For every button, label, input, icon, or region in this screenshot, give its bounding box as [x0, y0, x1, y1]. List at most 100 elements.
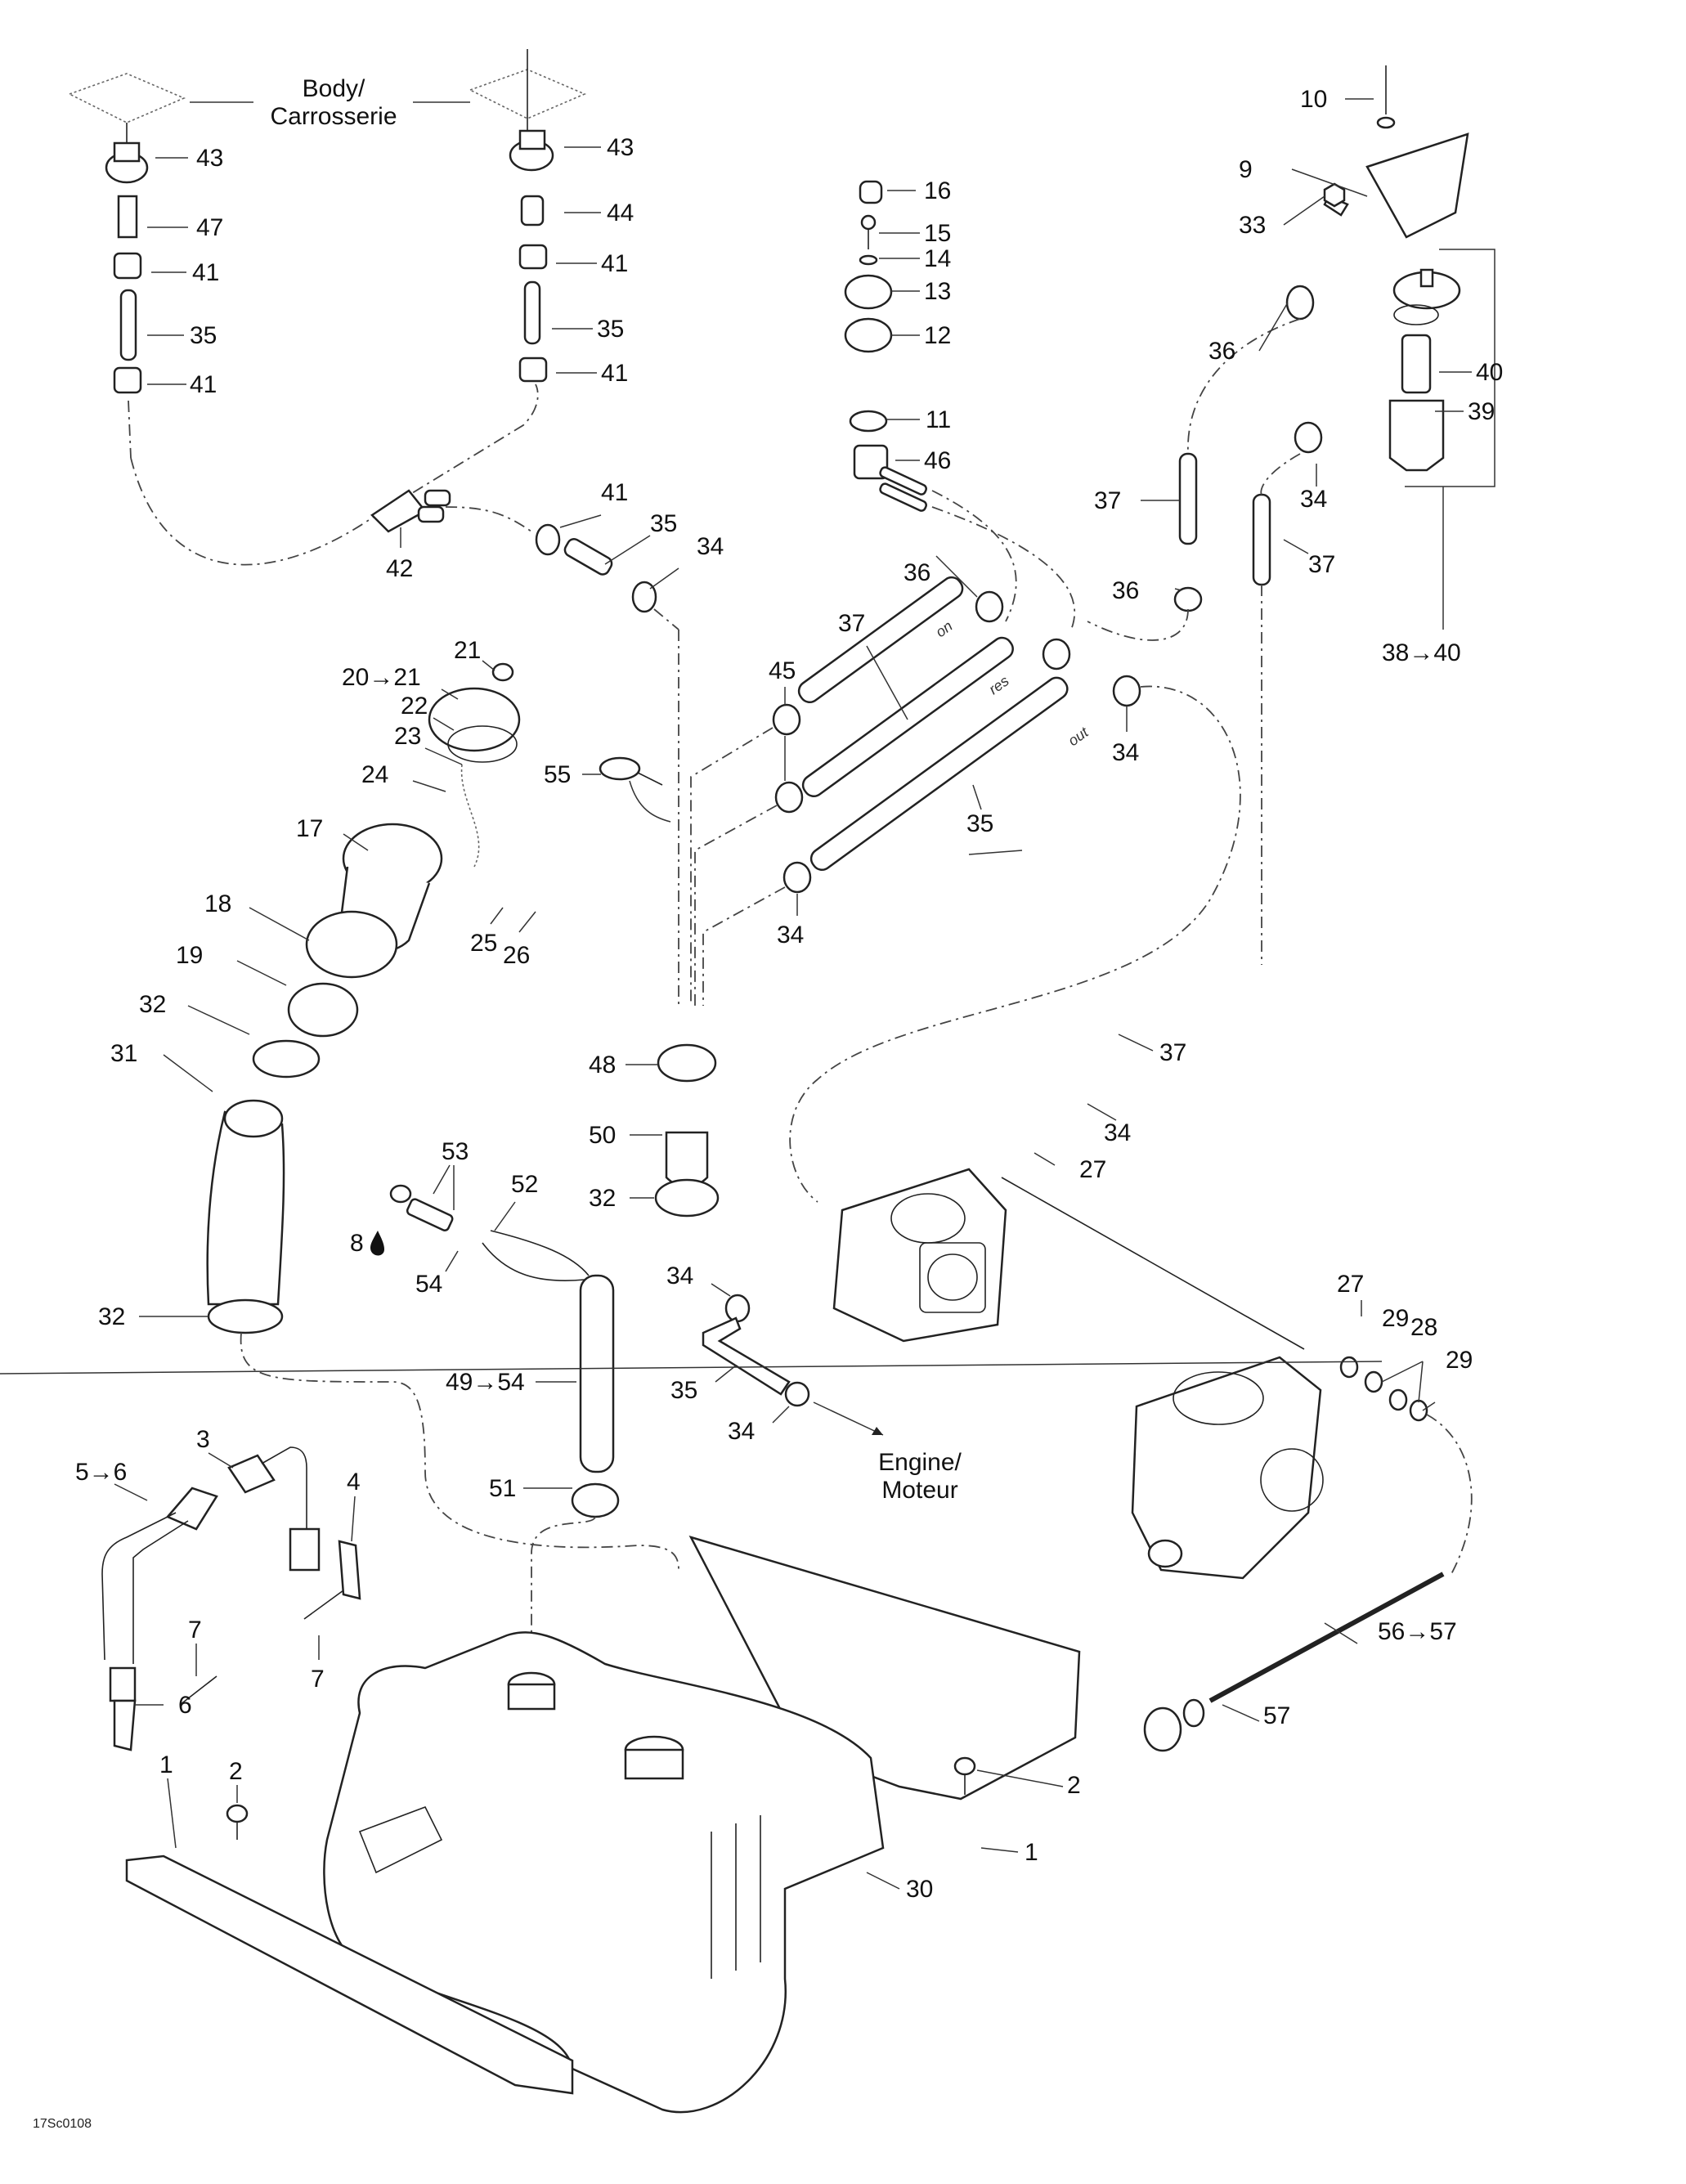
engine-note-line2: Moteur	[881, 1477, 957, 1504]
vent-hose-clamp	[535, 523, 657, 613]
callout-51: 51	[489, 1475, 516, 1502]
callout-49-54: 49→54	[446, 1369, 525, 1396]
callout-32: 32	[589, 1185, 616, 1212]
tank-screw-left	[226, 1804, 249, 1840]
callout-41: 41	[601, 250, 628, 277]
callout-15: 15	[924, 220, 951, 247]
callout-13: 13	[924, 278, 951, 305]
filler-neck	[206, 823, 443, 1334]
callout-55: 55	[544, 761, 571, 788]
callout-41: 41	[601, 360, 628, 387]
callout-11: 11	[926, 406, 951, 433]
fuel-hoses	[772, 576, 1141, 894]
hose-marking-out: out	[1065, 724, 1092, 749]
tank-strap-front	[101, 1487, 218, 1751]
callout-2: 2	[1067, 1772, 1081, 1799]
body-mount-left	[67, 73, 186, 143]
callout-26: 26	[503, 942, 530, 969]
callout-34: 34	[666, 1262, 693, 1289]
callout-21: 21	[454, 637, 481, 664]
callout-56-57: 56→57	[1378, 1618, 1457, 1645]
callout-54: 54	[415, 1271, 442, 1298]
callout-2: 2	[229, 1758, 243, 1785]
callout-37: 37	[1159, 1039, 1186, 1066]
callout-45: 45	[769, 657, 796, 684]
callout-19: 19	[176, 942, 203, 969]
callout-36: 36	[904, 559, 930, 586]
callout-34: 34	[1300, 486, 1327, 513]
callout-7: 7	[188, 1617, 202, 1644]
callouts: 43 47 41 35 41 43 44 41 35 41 42 41 35 3…	[75, 86, 1503, 1903]
callout-36: 36	[1112, 577, 1139, 604]
callout-41: 41	[190, 371, 217, 398]
choke-cable	[1143, 1572, 1445, 1752]
callout-14: 14	[924, 245, 951, 272]
callout-35: 35	[597, 316, 624, 343]
figure-code: 17Sc0108	[33, 2117, 92, 2131]
callout-27: 27	[1079, 1156, 1106, 1183]
callout-35: 35	[966, 810, 993, 837]
callout-34: 34	[728, 1418, 755, 1445]
callout-30: 30	[906, 1876, 933, 1903]
engine-arrow-icon	[872, 1427, 883, 1435]
drop-icon	[370, 1231, 384, 1256]
callout-20-21: 20→21	[342, 664, 421, 691]
tank-support-left	[125, 1854, 574, 2095]
callout-52: 52	[511, 1171, 538, 1198]
filter-hoses	[1173, 285, 1323, 612]
vent-parts-right	[509, 129, 554, 383]
filter-bracket	[1323, 65, 1469, 239]
callout-50: 50	[589, 1122, 616, 1149]
carburetor-rear	[1131, 1356, 1324, 1580]
callout-36: 36	[1208, 338, 1235, 365]
linkage-washers	[1339, 1356, 1428, 1422]
callout-34: 34	[1112, 739, 1139, 766]
tank-strap-rear	[179, 1446, 361, 1706]
callout-24: 24	[361, 761, 388, 788]
callout-16: 16	[924, 177, 951, 204]
callout-12: 12	[924, 322, 951, 349]
callout-18: 18	[204, 890, 231, 917]
callout-4: 4	[347, 1469, 361, 1496]
tank-screw-right	[953, 1756, 976, 1795]
callout-40: 40	[1476, 359, 1503, 386]
engine-note-line1: Engine/	[878, 1449, 962, 1476]
callout-35: 35	[190, 322, 217, 349]
callout-27: 27	[1337, 1271, 1364, 1298]
y-connector	[370, 489, 451, 533]
carburetor-front	[832, 1168, 1007, 1343]
fuel-filter	[1388, 268, 1461, 472]
callout-34: 34	[697, 533, 724, 560]
callout-32: 32	[98, 1303, 125, 1330]
body-note-line1: Body/	[303, 75, 365, 102]
callout-33: 33	[1239, 212, 1266, 239]
fuel-tank	[323, 1535, 1081, 2114]
callout-43: 43	[196, 145, 223, 172]
fuel-sender	[389, 1043, 720, 1518]
callout-35: 35	[670, 1377, 697, 1404]
callout-28: 28	[1410, 1314, 1437, 1341]
callout-5-6: 5→6	[75, 1459, 127, 1486]
callout-37: 37	[838, 610, 865, 637]
callout-53: 53	[442, 1138, 469, 1165]
callout-25: 25	[470, 930, 497, 957]
callout-32: 32	[139, 991, 166, 1018]
callout-1: 1	[159, 1751, 173, 1778]
throttle-link-rod	[1001, 1177, 1305, 1350]
callout-6: 6	[178, 1692, 192, 1719]
callout-44: 44	[607, 200, 634, 226]
callout-3: 3	[196, 1426, 210, 1453]
callout-37: 37	[1308, 551, 1335, 578]
callout-38-40: 38→40	[1382, 639, 1461, 666]
body-note-line2: Carrosserie	[270, 103, 397, 130]
valve-parts	[844, 180, 927, 512]
callout-9: 9	[1239, 156, 1253, 183]
callout-1: 1	[1025, 1839, 1038, 1866]
leader-lines	[0, 98, 1472, 1890]
hose-marking-on: on	[933, 617, 956, 640]
callout-39: 39	[1468, 398, 1495, 425]
callout-29: 29	[1446, 1347, 1473, 1374]
callout-42: 42	[386, 555, 413, 582]
callout-46: 46	[924, 447, 951, 474]
callout-10: 10	[1300, 86, 1327, 113]
